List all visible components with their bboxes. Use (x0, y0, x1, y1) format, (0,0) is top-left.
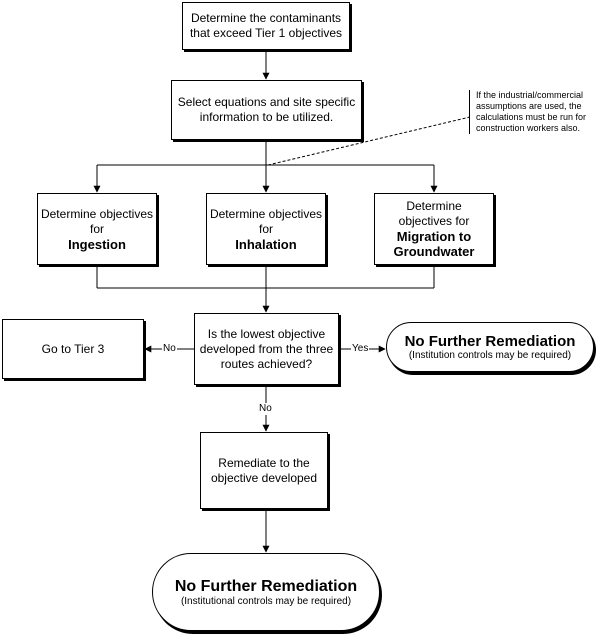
go-to-tier3-text: Go to Tier 3 (41, 341, 105, 356)
inhalation-prefix: Determine objectives for (209, 206, 323, 236)
determine-contaminants-text: Determine the contaminants that exceed T… (189, 11, 343, 40)
no-further-remediation-bottom: No Further Remediation (Institutional co… (152, 553, 380, 631)
select-equations-text: Select equations and site specific infor… (177, 95, 356, 124)
decision-box: Is the lowest objective developed from t… (194, 313, 339, 385)
go-to-tier3-box: Go to Tier 3 (2, 319, 144, 379)
migration-prefix: Determine objectives for (398, 199, 470, 228)
remediate-box: Remediate to the objective developed (200, 432, 328, 509)
inhalation-label: Inhalation (235, 236, 297, 252)
ingestion-prefix: Determine objectives for (40, 206, 154, 236)
edge-label-yes-right: Yes (351, 343, 370, 355)
migration-label: Migration to Groundwater (393, 229, 475, 259)
no-further-remediation-right: No Further Remediation (Institution cont… (386, 322, 594, 372)
no-further-bottom-title: No Further Remediation (174, 577, 358, 595)
determine-contaminants-box: Determine the contaminants that exceed T… (182, 2, 350, 50)
remediate-text: Remediate to the objective developed (210, 455, 318, 485)
no-further-right-title: No Further Remediation (404, 333, 576, 350)
industrial-note: If the industrial/commercial assumptions… (469, 90, 614, 134)
edge-label-no-down: No (258, 403, 273, 415)
industrial-note-text: If the industrial/commercial assumptions… (476, 90, 587, 133)
ingestion-label: Ingestion (68, 236, 126, 252)
inhalation-box: Determine objectives for Inhalation (206, 193, 326, 265)
migration-box: Determine objectives for Migration to Gr… (374, 193, 494, 265)
ingestion-box: Determine objectives for Ingestion (37, 193, 157, 265)
no-further-bottom-subtitle: (Institutional controls may be required) (180, 595, 352, 607)
no-further-right-subtitle: (Institution controls may be required) (408, 350, 572, 361)
edge-label-no-left: No (162, 343, 177, 355)
select-equations-box: Select equations and site specific infor… (171, 80, 362, 140)
decision-text: Is the lowest objective developed from t… (199, 326, 334, 371)
